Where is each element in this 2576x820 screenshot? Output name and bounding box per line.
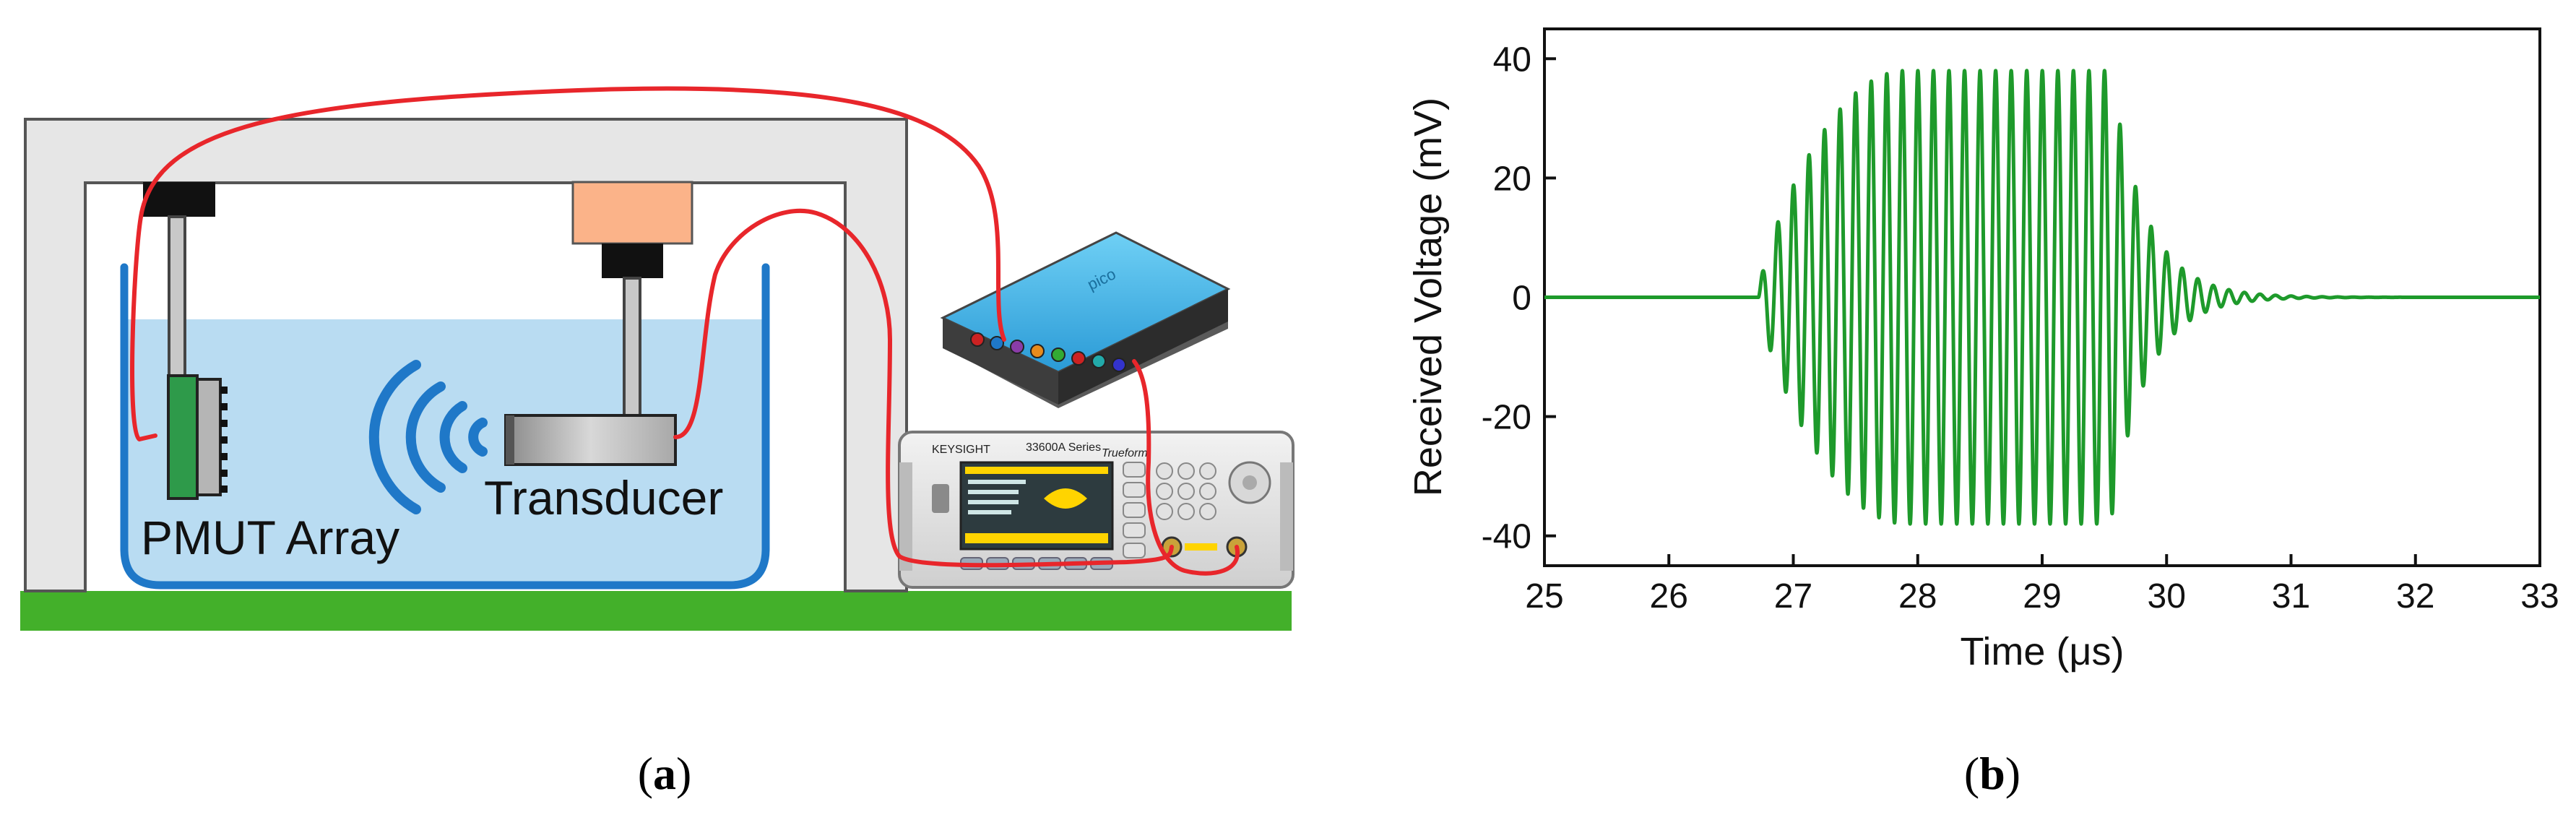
- setup-diagram: KEYSIGHT 33600A Series Trueform: [20, 86, 1295, 799]
- x-tick-label: 27: [1774, 577, 1812, 616]
- pmut-clamp: [143, 182, 215, 217]
- cable-generator-to-scope: [1132, 359, 1240, 576]
- generator-model: Trueform: [1102, 447, 1148, 459]
- x-tick-label: 32: [2396, 577, 2434, 616]
- transducer-rod: [623, 277, 641, 420]
- pmut-board: [196, 378, 222, 496]
- generator-waveform-icon: [1044, 488, 1087, 509]
- cable-pmut-to-scope: [130, 86, 1006, 442]
- generator-keypad: [1123, 462, 1216, 558]
- received-voltage-chart: 25 26 27 28 29 30 31 32 33 -40 -20 0 20 40 Time (μs)…: [1406, 27, 2559, 799]
- transducer-label: Transducer: [484, 471, 723, 525]
- function-generator: KEYSIGHT 33600A Series Trueform: [898, 431, 1295, 589]
- x-tick-label: 31: [2272, 577, 2310, 616]
- generator-brand: KEYSIGHT: [932, 444, 990, 456]
- y-axis: -40 -20 0 20 40: [1482, 40, 1556, 556]
- cable-transducer-to-generator: [673, 208, 1174, 568]
- transducer-body: [504, 414, 677, 466]
- pmut-rod: [168, 215, 186, 379]
- x-tick-label: 26: [1650, 577, 1688, 616]
- x-axis-label: Time (μs): [1960, 630, 2124, 673]
- acoustic-waves: [368, 360, 488, 514]
- support-frame: [24, 118, 908, 592]
- y-axis-label: Received Voltage (mV): [1406, 98, 1450, 496]
- water-tank: [120, 263, 770, 590]
- y-tick-label: -40: [1482, 518, 1531, 556]
- x-axis: 25 26 27 28 29 30 31 32 33: [1525, 554, 2559, 616]
- y-tick-label: 20: [1493, 160, 1531, 198]
- cables: [130, 86, 1240, 576]
- pmut-array-label: PMUT Array: [141, 511, 399, 564]
- oscilloscope: pico: [940, 231, 1231, 408]
- scope-inputs: [970, 332, 1126, 372]
- pmut-chip: [167, 374, 199, 500]
- y-tick-label: -20: [1482, 399, 1531, 437]
- x-tick-label: 33: [2520, 577, 2559, 616]
- x-tick-label: 29: [2023, 577, 2061, 616]
- transducer-clamp: [602, 243, 663, 278]
- transducer-motor: [571, 181, 693, 245]
- caption-b: (b): [1964, 748, 2020, 799]
- transducer-face: [506, 415, 514, 465]
- ground-strip: [20, 591, 1292, 631]
- caption-a: (a): [638, 748, 692, 799]
- signal-line: [1542, 69, 2542, 526]
- x-tick-label: 30: [2148, 577, 2186, 616]
- y-tick-label: 0: [1512, 280, 1531, 318]
- y-tick-label: 40: [1493, 40, 1531, 79]
- x-tick-label: 28: [1898, 577, 1937, 616]
- pmut-pins: [220, 387, 228, 493]
- x-tick-label: 25: [1525, 577, 1563, 616]
- generator-series: 33600A Series: [1026, 441, 1101, 454]
